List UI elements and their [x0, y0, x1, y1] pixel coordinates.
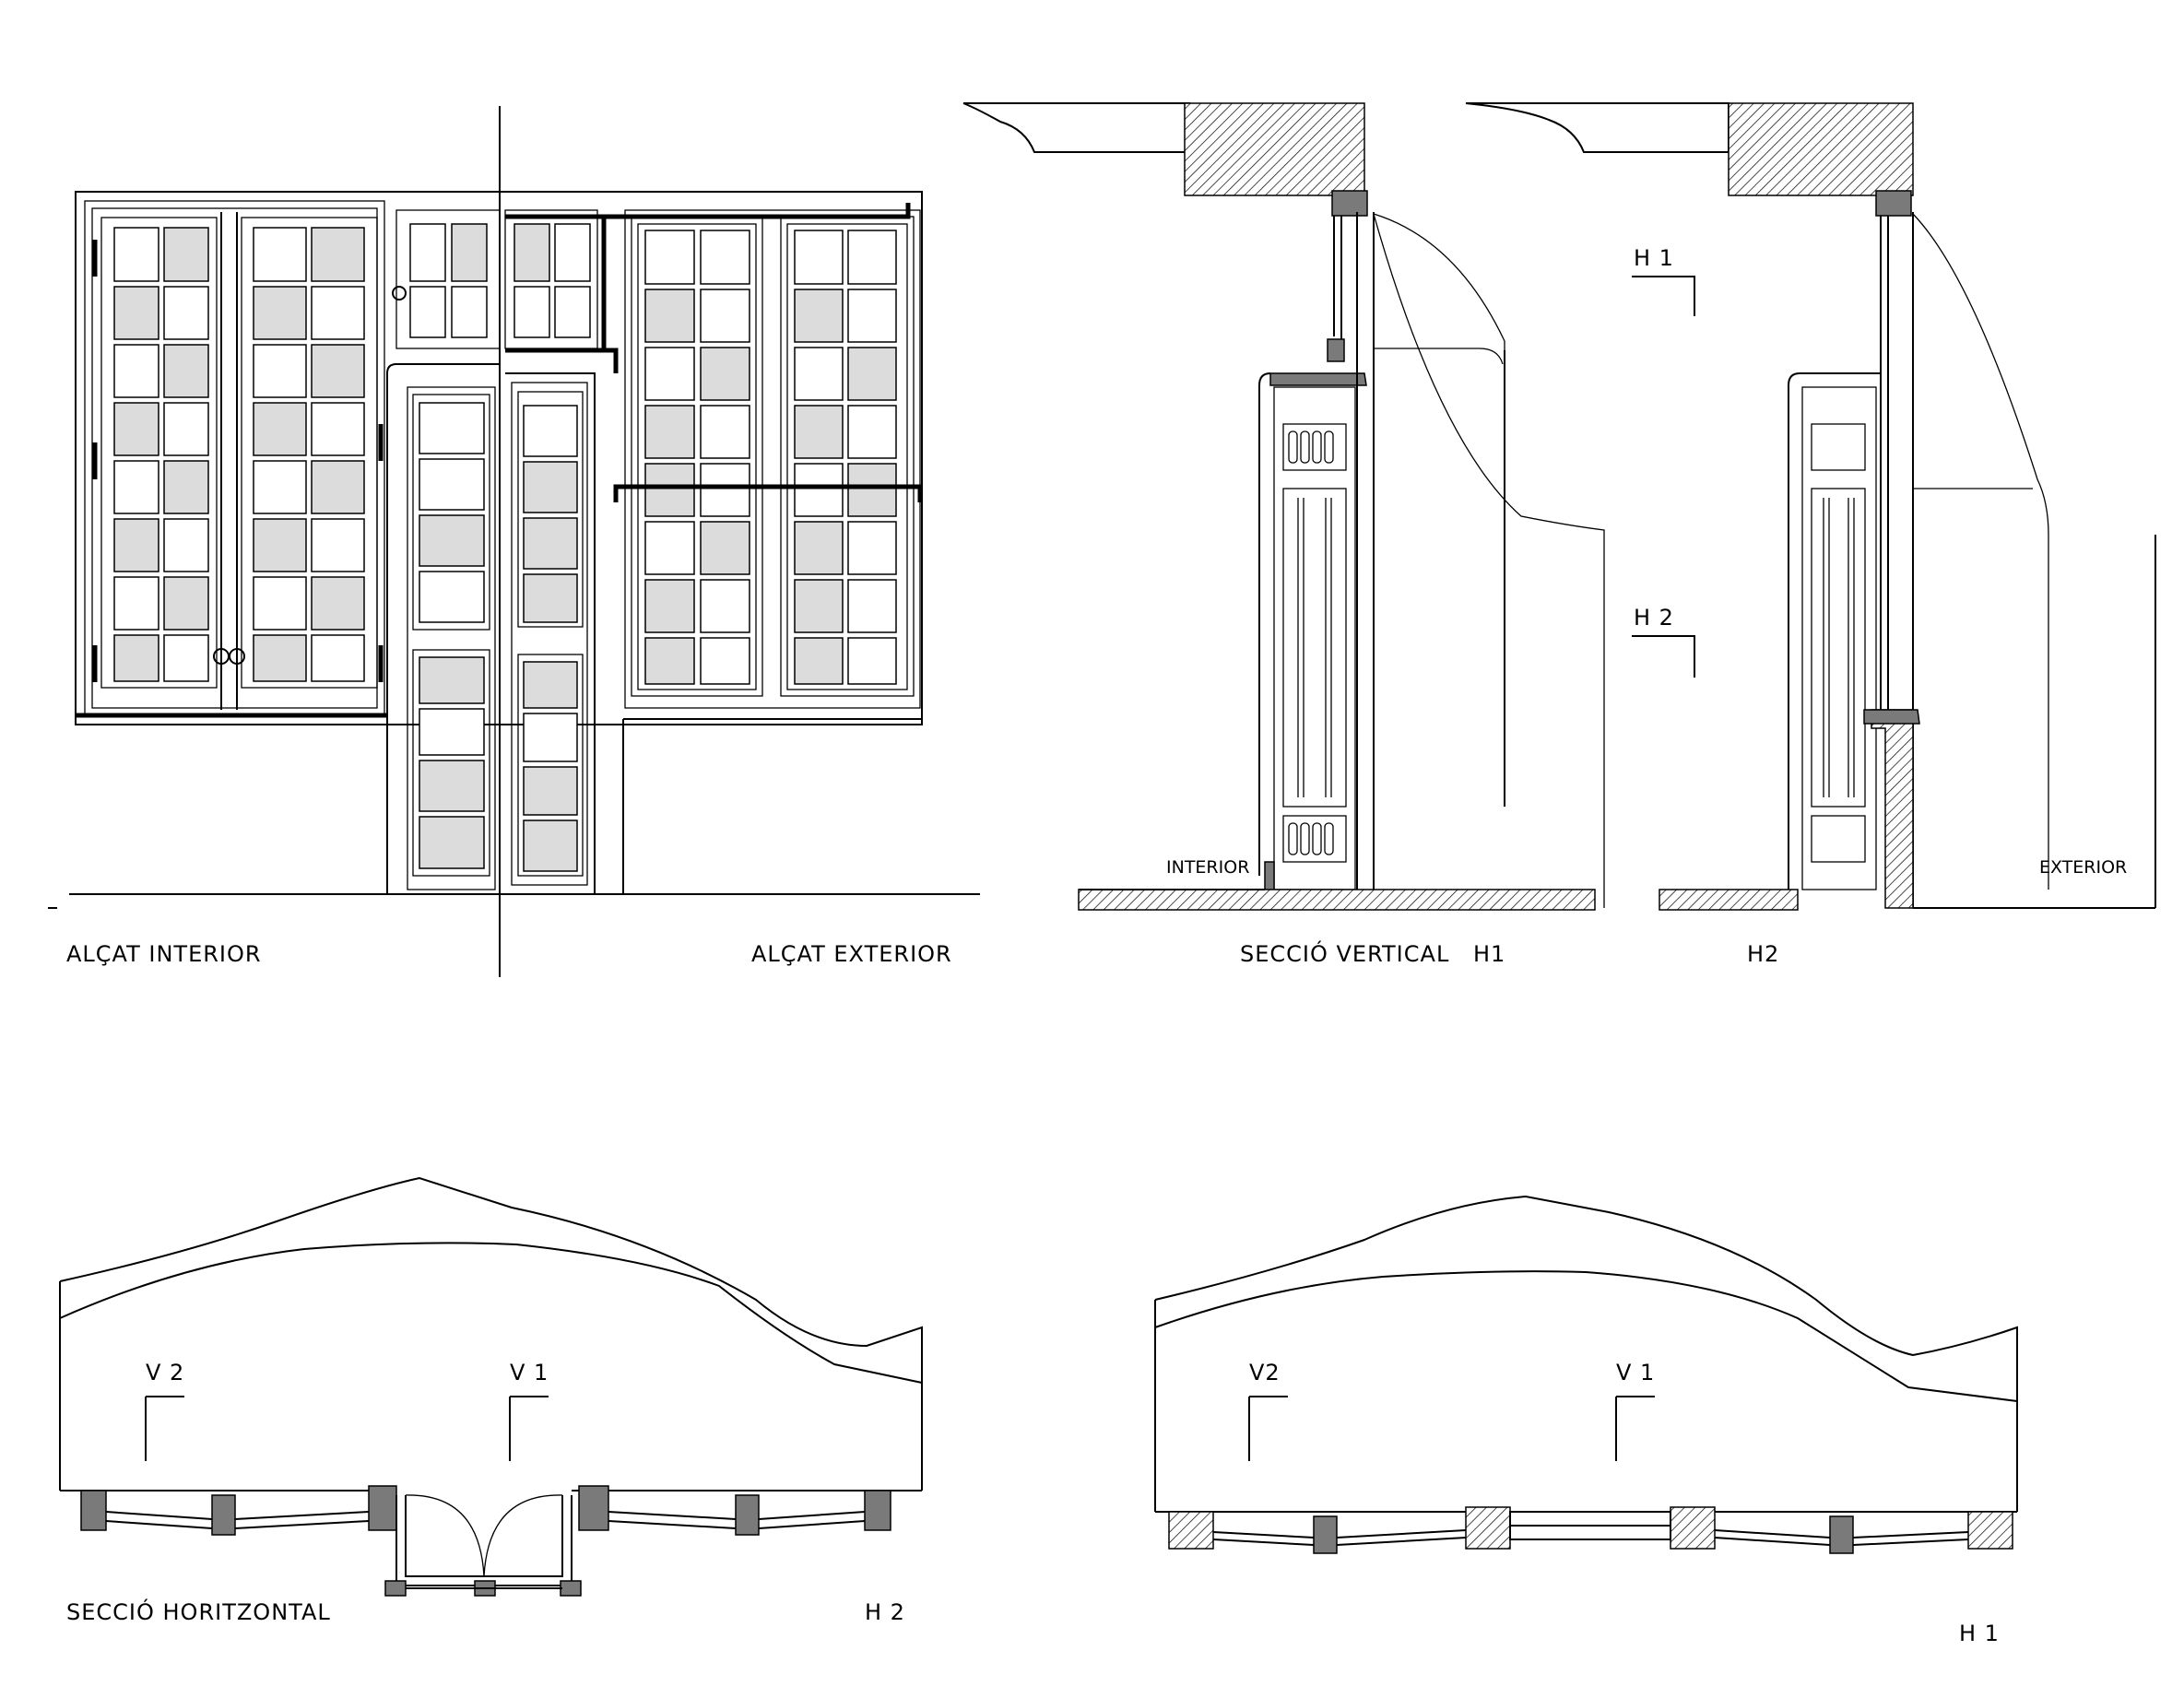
h2-plan-walls [80, 1485, 891, 1536]
plan-right-v1-label: V 1 [1616, 1360, 1655, 1385]
plan-left-v2-label: V 2 [146, 1360, 184, 1385]
h1-shutter-swing [1373, 213, 1605, 908]
cut-marker-h2: H 2 [1632, 605, 1695, 678]
h1-lintel-frame [1331, 190, 1368, 217]
h2-glass-left-2 [234, 1511, 370, 1529]
shutter-rod [604, 348, 619, 373]
cut-marker-h1: H 1 [1632, 245, 1695, 316]
h1-plan-outline [1154, 1195, 2018, 1512]
h1-glass-right-1 [1714, 1529, 1831, 1546]
h1-glass-left-2 [1336, 1529, 1467, 1546]
exterior-door-upper-panes [523, 405, 578, 623]
exterior-door-leaf [511, 382, 588, 886]
label-vert-h2: H2 [1747, 941, 1779, 967]
cut-h2-label: H 2 [1634, 605, 1674, 631]
h1-shutter-line [1373, 213, 1505, 807]
plan-right-v2-label: V2 [1249, 1360, 1281, 1385]
label-exterior: EXTERIOR [2039, 857, 2127, 878]
label-elev-interior: ALÇAT INTERIOR [66, 941, 262, 967]
exterior-transom [514, 223, 591, 338]
h2-ceiling-molding [1465, 102, 1729, 153]
label-plan-h1: H 1 [1959, 1621, 2000, 1646]
h2-door-swing-left [405, 1494, 485, 1577]
transom-latch [392, 286, 407, 301]
h1-ceiling-molding [962, 102, 1190, 153]
elevations: ALÇAT INTERIOR ALÇAT EXTERIOR [48, 106, 980, 977]
interior-door-leaf [407, 386, 496, 890]
cut-marker-v1-left: V 1 [509, 1360, 549, 1461]
window-handles [92, 212, 384, 710]
label-vertical-section: SECCIÓ VERTICAL [1240, 939, 1449, 967]
label-horizontal-section: SECCIÓ HORITZONTAL [66, 1598, 331, 1625]
h1-floor [1078, 889, 1596, 911]
h1-sill [1269, 372, 1367, 386]
h2-glass-right-2 [758, 1511, 866, 1529]
h2-door-swing-right [483, 1494, 563, 1577]
left-window-inner-frame [91, 207, 378, 709]
h2-lintel-wall [1728, 102, 1914, 196]
exterior-window-leaf-2 [780, 216, 915, 697]
label-interior: INTERIOR [1166, 857, 1249, 878]
exterior-window-leaf-1 [631, 216, 763, 697]
interior-transom-frame [395, 209, 501, 349]
h1-plan-walls [1168, 1506, 2013, 1554]
exterior-door-lower-panes [523, 661, 578, 872]
h2-glass-right-1 [608, 1511, 737, 1529]
h2-shutter-line [1912, 213, 2049, 890]
h2-plan-inner [59, 1242, 923, 1384]
cut-h1-label: H 1 [1634, 245, 1674, 271]
interior-door-upper-panes [419, 402, 485, 623]
label-plan-h2: H 2 [865, 1599, 905, 1625]
h2-floor [1659, 889, 1799, 911]
plan-left-v1-label: V 1 [510, 1360, 549, 1385]
h1-door-jamb [1258, 372, 1271, 876]
window-left-leaf-2 [241, 217, 378, 689]
h2-wall-below [1871, 709, 1914, 909]
interior-transom [409, 223, 488, 338]
cut-marker-v2-left: V 2 [145, 1360, 184, 1461]
vertical-section-h1: INTERIOR H 1 H 2 [962, 102, 1695, 911]
h1-glass-left-1 [1212, 1531, 1315, 1546]
h2-glass-left-1 [105, 1511, 213, 1529]
h1-plan-inner [1154, 1270, 2018, 1402]
horizontal-section-h2: V 2 V 1 [59, 1176, 923, 1597]
h1-glass-right-2 [1852, 1531, 1969, 1546]
label-vert-h1: H1 [1473, 941, 1505, 967]
exterior-window-frame [624, 209, 921, 709]
h1-lintel-wall [1184, 102, 1365, 196]
cut-marker-v1-right: V 1 [1615, 1360, 1655, 1461]
h1-upper-panel-grooves [1288, 430, 1334, 464]
horizontal-section-h1: V2 V 1 [1154, 1195, 2018, 1554]
label-elev-exterior: ALÇAT EXTERIOR [751, 941, 952, 967]
h2-door-jamb [1788, 372, 1881, 894]
elevation-outer-frame [75, 191, 923, 725]
h2-plan-outline [59, 1176, 923, 1491]
exterior-shutter-bar [613, 484, 923, 502]
window-left-leaf-1 [100, 217, 218, 689]
h2-door-leaf [1801, 386, 1877, 890]
exterior-door-frame [505, 372, 596, 894]
h1-lower-panel-grooves [1288, 822, 1334, 855]
interior-door-lower-panes [419, 656, 485, 869]
cut-marker-v2-right: V2 [1248, 1360, 1288, 1461]
vertical-section-h2: EXTERIOR [1465, 102, 2156, 911]
interior-door-frame [386, 363, 500, 880]
